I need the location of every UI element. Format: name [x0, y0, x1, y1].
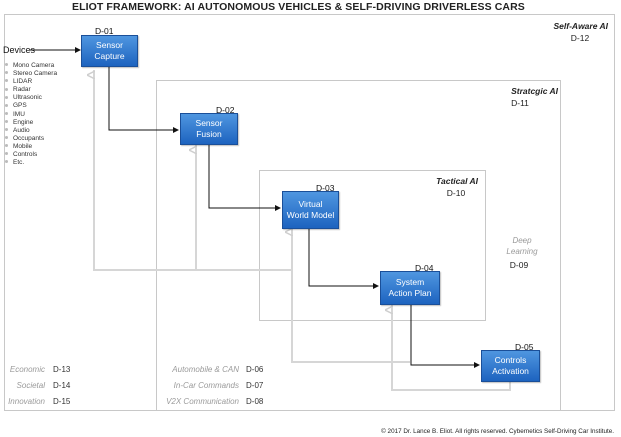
societal-code: D-14: [53, 381, 71, 390]
page-title: ELIOT FRAMEWORK: AI AUTONOMOUS VEHICLES …: [72, 1, 525, 13]
device-item-label: Engine: [13, 118, 34, 126]
bullet-icon: [5, 95, 8, 99]
device-item-label: Audio: [13, 126, 30, 134]
device-item-label: Radar: [13, 86, 31, 94]
device-item: Audio: [4, 127, 57, 135]
device-item: GPS: [4, 102, 57, 110]
v2x-communication-code: D-08: [246, 397, 264, 406]
automobile-can-code: D-06: [246, 365, 264, 374]
self-aware-ai-code: D-12: [570, 33, 590, 43]
self-aware-ai-title: Self-Aware AI: [553, 21, 608, 31]
sensor-capture-line1: Sensor: [96, 40, 123, 50]
in-car-commands-label: In-Car Commands: [173, 381, 239, 390]
bullet-icon: [5, 160, 8, 164]
deep-learning-line2: Learning: [506, 247, 538, 256]
bullet-icon: [5, 152, 8, 156]
sensor-fusion-line1: Sensor: [195, 118, 223, 128]
bullet-icon: [5, 119, 8, 123]
bullet-icon: [5, 111, 8, 115]
controls-activation-line1: Controls: [494, 355, 527, 365]
stage-code-d04: D-04: [415, 263, 434, 273]
bullet-icon: [5, 136, 8, 140]
copyright-text: © 2017 Dr. Lance B. Eliot. All rights re…: [381, 428, 614, 435]
v2x-communication-label: V2X Communication: [166, 397, 239, 406]
strategic-ai-zone: [156, 80, 561, 411]
bullet-icon: [5, 71, 8, 75]
device-item: Occupants: [4, 135, 57, 143]
bullet-icon: [5, 79, 8, 83]
economic-label: Economic: [9, 365, 45, 374]
sensor-fusion-line2: Fusion: [196, 129, 222, 139]
deep-learning-code: D-09: [509, 260, 529, 270]
arrow-plan-to-activation: [410, 305, 480, 368]
automobile-can-label: Automobile & CAN: [172, 365, 239, 374]
arrow-capture-to-fusion: [108, 66, 179, 133]
tactical-ai-zone: [259, 170, 486, 321]
deep-learning-line1: Deep: [512, 236, 532, 245]
device-item-label: Mono Camera: [13, 62, 55, 69]
device-item-label: Occupants: [13, 134, 45, 142]
bullet-icon: [5, 103, 8, 107]
arrow-model-to-plan: [308, 228, 379, 289]
bullet-icon: [5, 128, 8, 132]
bullet-icon: [5, 87, 8, 91]
device-item-label: Ultrasonic: [13, 94, 42, 102]
innovation-code: D-15: [53, 397, 71, 406]
device-item-label: Etc.: [13, 159, 25, 167]
feedback-loop-capture: [93, 70, 292, 271]
device-item-label: Mobile: [13, 142, 33, 150]
system-action-plan-line2: Action Plan: [388, 288, 432, 298]
controls-activation-box: Controls Activation: [481, 350, 540, 382]
stage-code-d05: D-05: [515, 342, 534, 352]
device-item: Radar: [4, 86, 57, 94]
virtual-world-model-line2: World Model: [286, 210, 335, 220]
in-car-commands-code: D-07: [246, 381, 264, 390]
stage-code-d01: D-01: [95, 26, 114, 36]
device-item-label: Controls: [13, 151, 38, 159]
device-item-label: GPS: [13, 102, 27, 110]
controls-activation-line2: Activation: [492, 366, 529, 376]
tactical-ai-code: D-10: [446, 188, 466, 198]
device-item: Mobile: [4, 143, 57, 151]
economic-code: D-13: [53, 365, 71, 374]
device-item: Ultrasonic: [4, 94, 57, 102]
device-item: Mono Camera: [4, 62, 57, 70]
sensor-capture-line2: Capture: [94, 51, 125, 61]
device-item-label: IMU: [13, 110, 25, 118]
virtual-world-model-line1: Virtual: [298, 199, 323, 209]
societal-label: Societal: [16, 381, 45, 390]
tactical-ai-title: Tactical AI: [436, 176, 478, 186]
virtual-world-model-box: Virtual World Model: [282, 191, 339, 229]
arrow-fusion-to-model: [208, 145, 281, 211]
system-action-plan-line1: System: [395, 277, 425, 287]
innovation-label: Innovation: [8, 397, 45, 406]
sensor-capture-box: Sensor Capture: [81, 35, 138, 67]
sensor-fusion-box: Sensor Fusion: [180, 113, 238, 145]
device-item: Controls: [4, 151, 57, 159]
stage-code-d03: D-03: [316, 183, 335, 193]
strategic-ai-code: D-11: [511, 98, 529, 108]
device-item: Etc.: [4, 159, 57, 167]
bullet-icon: [5, 144, 8, 148]
device-item: LIDAR: [4, 78, 57, 86]
stage-code-d02: D-02: [216, 105, 235, 115]
device-item: Stereo Camera: [4, 70, 57, 78]
device-item: Engine: [4, 119, 57, 127]
system-action-plan-box: System Action Plan: [380, 271, 440, 305]
devices-label: Devices: [3, 45, 36, 55]
device-item-label: LIDAR: [13, 78, 33, 86]
bullet-icon: [5, 63, 8, 67]
strategic-ai-title: Stratcgic AI: [511, 86, 558, 96]
device-item-label: Stereo Camera: [13, 70, 58, 78]
device-item: IMU: [4, 111, 57, 119]
